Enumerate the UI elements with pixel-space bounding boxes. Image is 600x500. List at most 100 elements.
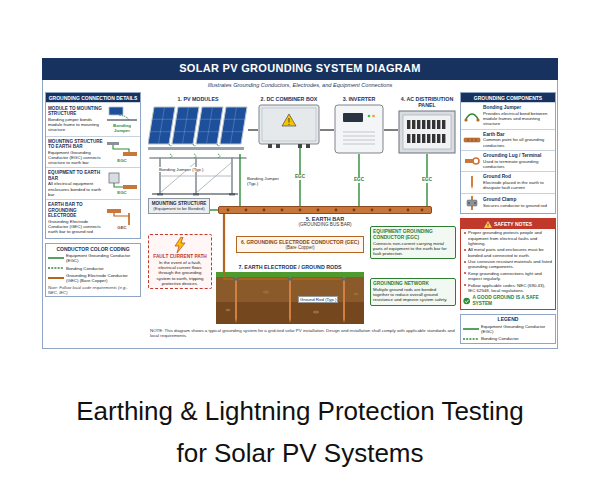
bar-heading: 5. EARTH BAR: [218, 216, 432, 223]
component-description: Electrode placed in the earth to dissipa…: [483, 180, 553, 191]
ac-panel-illustration-part: [412, 120, 415, 129]
ground-rod-icon-part: [471, 176, 473, 186]
legend-text: Bonding Conductor: [481, 336, 519, 341]
label-holder: Ground Rod (Typ.): [298, 296, 338, 303]
egc-line-sample-part: [48, 258, 64, 260]
structure-bond-illustration-part: [107, 142, 119, 145]
check-icon: [463, 297, 470, 305]
egc-line-sample: [463, 326, 479, 332]
soil-illustration-part: [234, 278, 347, 281]
ac-panel-illustration-part: [442, 120, 445, 129]
callout-heading: FAULT CURRENT PATH: [151, 254, 209, 260]
warning-icon: [484, 221, 492, 228]
inverter-illustration-part: [343, 113, 363, 122]
combiner-box-illustration-part: [288, 124, 289, 125]
legend-row: Equipment Grounding Conductor (EGC): [463, 324, 553, 335]
label-holder: NOTE: This diagram shows a typical groun…: [150, 328, 456, 339]
pv-array-illustration-part: [148, 107, 175, 144]
earth-bar-illustration-part: [227, 209, 230, 212]
ac-panel-illustration-part: [422, 134, 425, 143]
component-description: Used to terminate grounding conductors: [483, 159, 553, 170]
soil-illustration-part: [313, 311, 319, 314]
bullet-dot: [464, 249, 466, 251]
earth-bar-illustration-part: [407, 209, 410, 212]
inverter-illustration-part: [335, 105, 383, 153]
mounting-structure-illustration-part: [157, 193, 163, 195]
edge-label: EGC: [421, 177, 433, 183]
earth-bar-illustration-part: [263, 209, 266, 212]
details-panel: GROUNDING CONNECTION DETAILSMODULE TO MO…: [45, 92, 141, 239]
ac-panel-illustration-part: [412, 134, 415, 143]
legend-box: CONDUCTOR COLOR CODINGEquipment Groundin…: [45, 243, 141, 297]
component-row: Earth BarCommon point for all grounding …: [461, 129, 555, 150]
gec-line-sample: [48, 275, 64, 281]
legend-note: Note: Follow local code requirements (e.…: [48, 285, 138, 295]
legend-sample-holder: [463, 326, 479, 332]
component-icon-holder: [463, 196, 481, 210]
bonding-jumper-icon-part: [476, 118, 479, 121]
legend-row: Bonding Conductor: [463, 336, 553, 342]
electrode-bond-illustration-part: [114, 213, 129, 216]
safety-heading: SAFETY NOTES: [494, 221, 532, 227]
combiner-box-illustration-part: [262, 108, 316, 141]
diagram-title: SOLAR PV GROUNDING SYSTEM DIAGRAM: [42, 62, 558, 75]
components-panel: GROUNDING COMPONENTS Bonding JumperProvi…: [460, 92, 556, 214]
conductor-label: Bonding Jumper: [106, 123, 138, 134]
detail-body: Bonding jumper bonds module frame to mou…: [48, 117, 104, 133]
legend-heading: CONDUCTOR COLOR CODING: [48, 246, 138, 252]
earth-bar-icon-part: [471, 139, 473, 141]
component-description: Provides electrical bond between module …: [483, 111, 553, 127]
bullet-row: Follow applicable codes: NEC (690.43), I…: [461, 283, 555, 294]
diagram-note: NOTE: This diagram shows a typical groun…: [150, 328, 456, 339]
bullet-dot: [464, 272, 466, 274]
combiner-box: 2. DC COMBINER BOX: [258, 104, 320, 148]
earth-bar-illustration-part: [299, 209, 302, 212]
electrode-bond-illustration: [107, 207, 137, 225]
tag-heading: MOUNTING STRUCTURE: [151, 201, 208, 207]
part-label: Bonding Jumper (Typ.): [246, 176, 282, 187]
pv-array-illustration-part: [148, 107, 247, 144]
pv-array-illustration-part: [196, 107, 223, 144]
soil-illustration-part: [235, 277, 237, 319]
equipment-bond-illustration-part: [109, 173, 119, 183]
safety-note: Follow applicable codes: NEC (690.43), I…: [468, 283, 552, 294]
panel-heading: GROUNDING CONNECTION DETAILS: [46, 93, 140, 102]
inverter-illustration-part: [343, 140, 375, 141]
title-holder: SOLAR PV GROUNDING SYSTEM DIAGRAM: [42, 62, 558, 75]
text-column: Grounding Lug / TerminalUsed to terminat…: [483, 153, 553, 169]
detail-heading: EQUIPMENT TO EARTH BAR: [48, 170, 104, 181]
conductor-label: EGC: [117, 158, 127, 163]
soil-illustration-part: [235, 319, 345, 323]
ac-panel-illustration-part: [432, 134, 435, 143]
component-description: Secures conductor to ground rod: [483, 203, 553, 208]
ac-panel-illustration-part: [442, 134, 445, 143]
ac-panel-illustration: [398, 110, 456, 154]
caption: Earthing & Lightning Protection Testing …: [65, 390, 535, 474]
text-column: Earth BarCommon point for all grounding …: [483, 132, 553, 148]
ac-panel-illustration-part: [417, 134, 420, 143]
icon-holder: [151, 237, 209, 253]
electrode-bond-illustration-part: [107, 209, 121, 213]
safety-note: Keep grounding connections tight and ins…: [468, 271, 552, 282]
soil-illustration-part: [343, 277, 345, 319]
inverter-illustration-part: [343, 132, 375, 144]
gec-line-sample-part: [48, 277, 64, 279]
bullet-dot: [464, 261, 466, 263]
heading-holder: 1. PV MODULES: [153, 96, 243, 102]
pv-array-illustration-part: [169, 144, 172, 146]
legend-sample-holder: [48, 255, 64, 261]
pv-array-illustration: [148, 104, 248, 154]
component-row: Bonding JumperProvides electrical bond b…: [461, 102, 555, 129]
bullet-row: All metal parts and enclosures must be b…: [461, 247, 555, 258]
soil-illustration-part: [216, 272, 364, 277]
heading-holder: 7. EARTH ELECTRODE / GROUND RODS: [216, 264, 364, 270]
legend-sample-holder: [48, 275, 64, 281]
module-bond-illustration-part: [119, 115, 129, 120]
bonding-line-sample-part: [463, 338, 479, 339]
detail-illustration: GEC: [106, 207, 138, 230]
edge-label-holder: EGC: [421, 177, 433, 183]
gec-subheading: (Bare Copper): [239, 245, 362, 251]
soil-illustration-part: [224, 272, 344, 279]
heading-holder: 4. AC DISTRIBUTION PANEL: [395, 96, 459, 109]
component-row: Ground ClampSecures conductor to ground …: [461, 193, 555, 212]
